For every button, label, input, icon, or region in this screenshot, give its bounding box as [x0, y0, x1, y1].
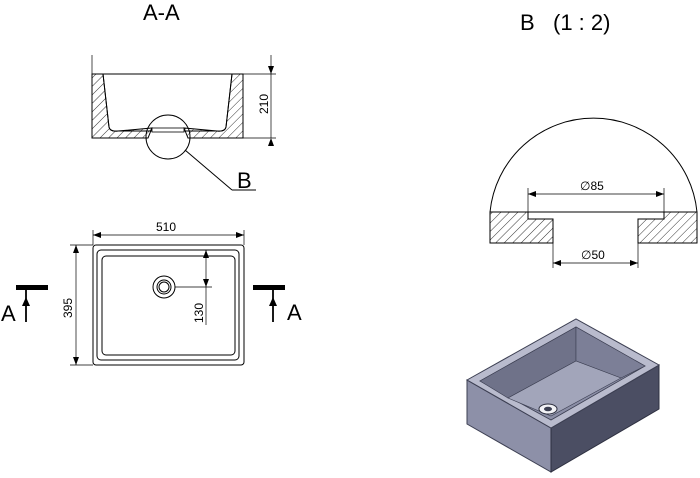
arrow-icon — [528, 191, 536, 197]
detail-boundary-arc — [489, 117, 698, 213]
render-basin-floor — [507, 360, 622, 417]
drain-slot — [151, 127, 185, 133]
arrow-icon — [73, 245, 79, 253]
drain-outer-circle — [152, 275, 176, 299]
dim-height-label: 210 — [257, 94, 271, 114]
cut-marker-left: A — [1, 285, 48, 326]
section-title: A-A — [143, 0, 180, 25]
arrow-icon — [203, 279, 209, 287]
arrow-icon — [203, 250, 209, 258]
detail-scale: (1 : 2) — [553, 10, 610, 35]
detail-hatch-right — [637, 211, 698, 244]
basin-floor-outline — [101, 255, 236, 356]
arrow-up-icon — [269, 297, 277, 306]
detail-title: B — [520, 10, 535, 35]
drain-mid-circle — [156, 279, 172, 295]
arrow-icon — [73, 357, 79, 365]
arrow-icon — [236, 232, 244, 238]
right-wall-hatch — [183, 73, 244, 139]
dim-50-label: ∅50 — [581, 248, 605, 262]
callout-leader — [184, 149, 233, 191]
cut-bar — [253, 285, 285, 290]
arrow-icon — [630, 260, 638, 266]
inner-outline — [96, 249, 240, 361]
left-wall-hatch — [91, 73, 153, 139]
isometric-render — [465, 318, 661, 473]
detail-callout-circle — [145, 114, 191, 160]
arrow-up-icon — [22, 297, 30, 306]
detail-hatch-left — [489, 211, 554, 244]
arrow-icon — [93, 232, 101, 238]
section-view-a-a: A-A 210 B — [91, 0, 276, 193]
detail-view-b: B (1 : 2) ∅85 ∅50 — [489, 10, 698, 268]
arrow-icon — [268, 66, 274, 74]
outer-outline — [92, 244, 245, 366]
basin-inner-profile — [102, 73, 233, 132]
callout-label: B — [237, 168, 252, 193]
dim-drain-label: 130 — [192, 303, 206, 323]
cut-bar — [16, 285, 48, 290]
dim-depth-label: 395 — [61, 298, 75, 318]
render-drain-hole — [544, 406, 552, 412]
dim-85-label: ∅85 — [580, 179, 604, 193]
cut-label-right: A — [287, 300, 302, 325]
cut-label-left: A — [1, 301, 16, 326]
arrow-icon — [553, 260, 561, 266]
cut-marker-right: A — [253, 285, 302, 325]
arrow-icon — [656, 191, 664, 197]
plan-view: 510 395 130 A A — [1, 220, 302, 366]
dim-width-label: 510 — [156, 220, 176, 234]
arrow-icon — [268, 138, 274, 146]
drain-inner-circle — [158, 281, 170, 293]
